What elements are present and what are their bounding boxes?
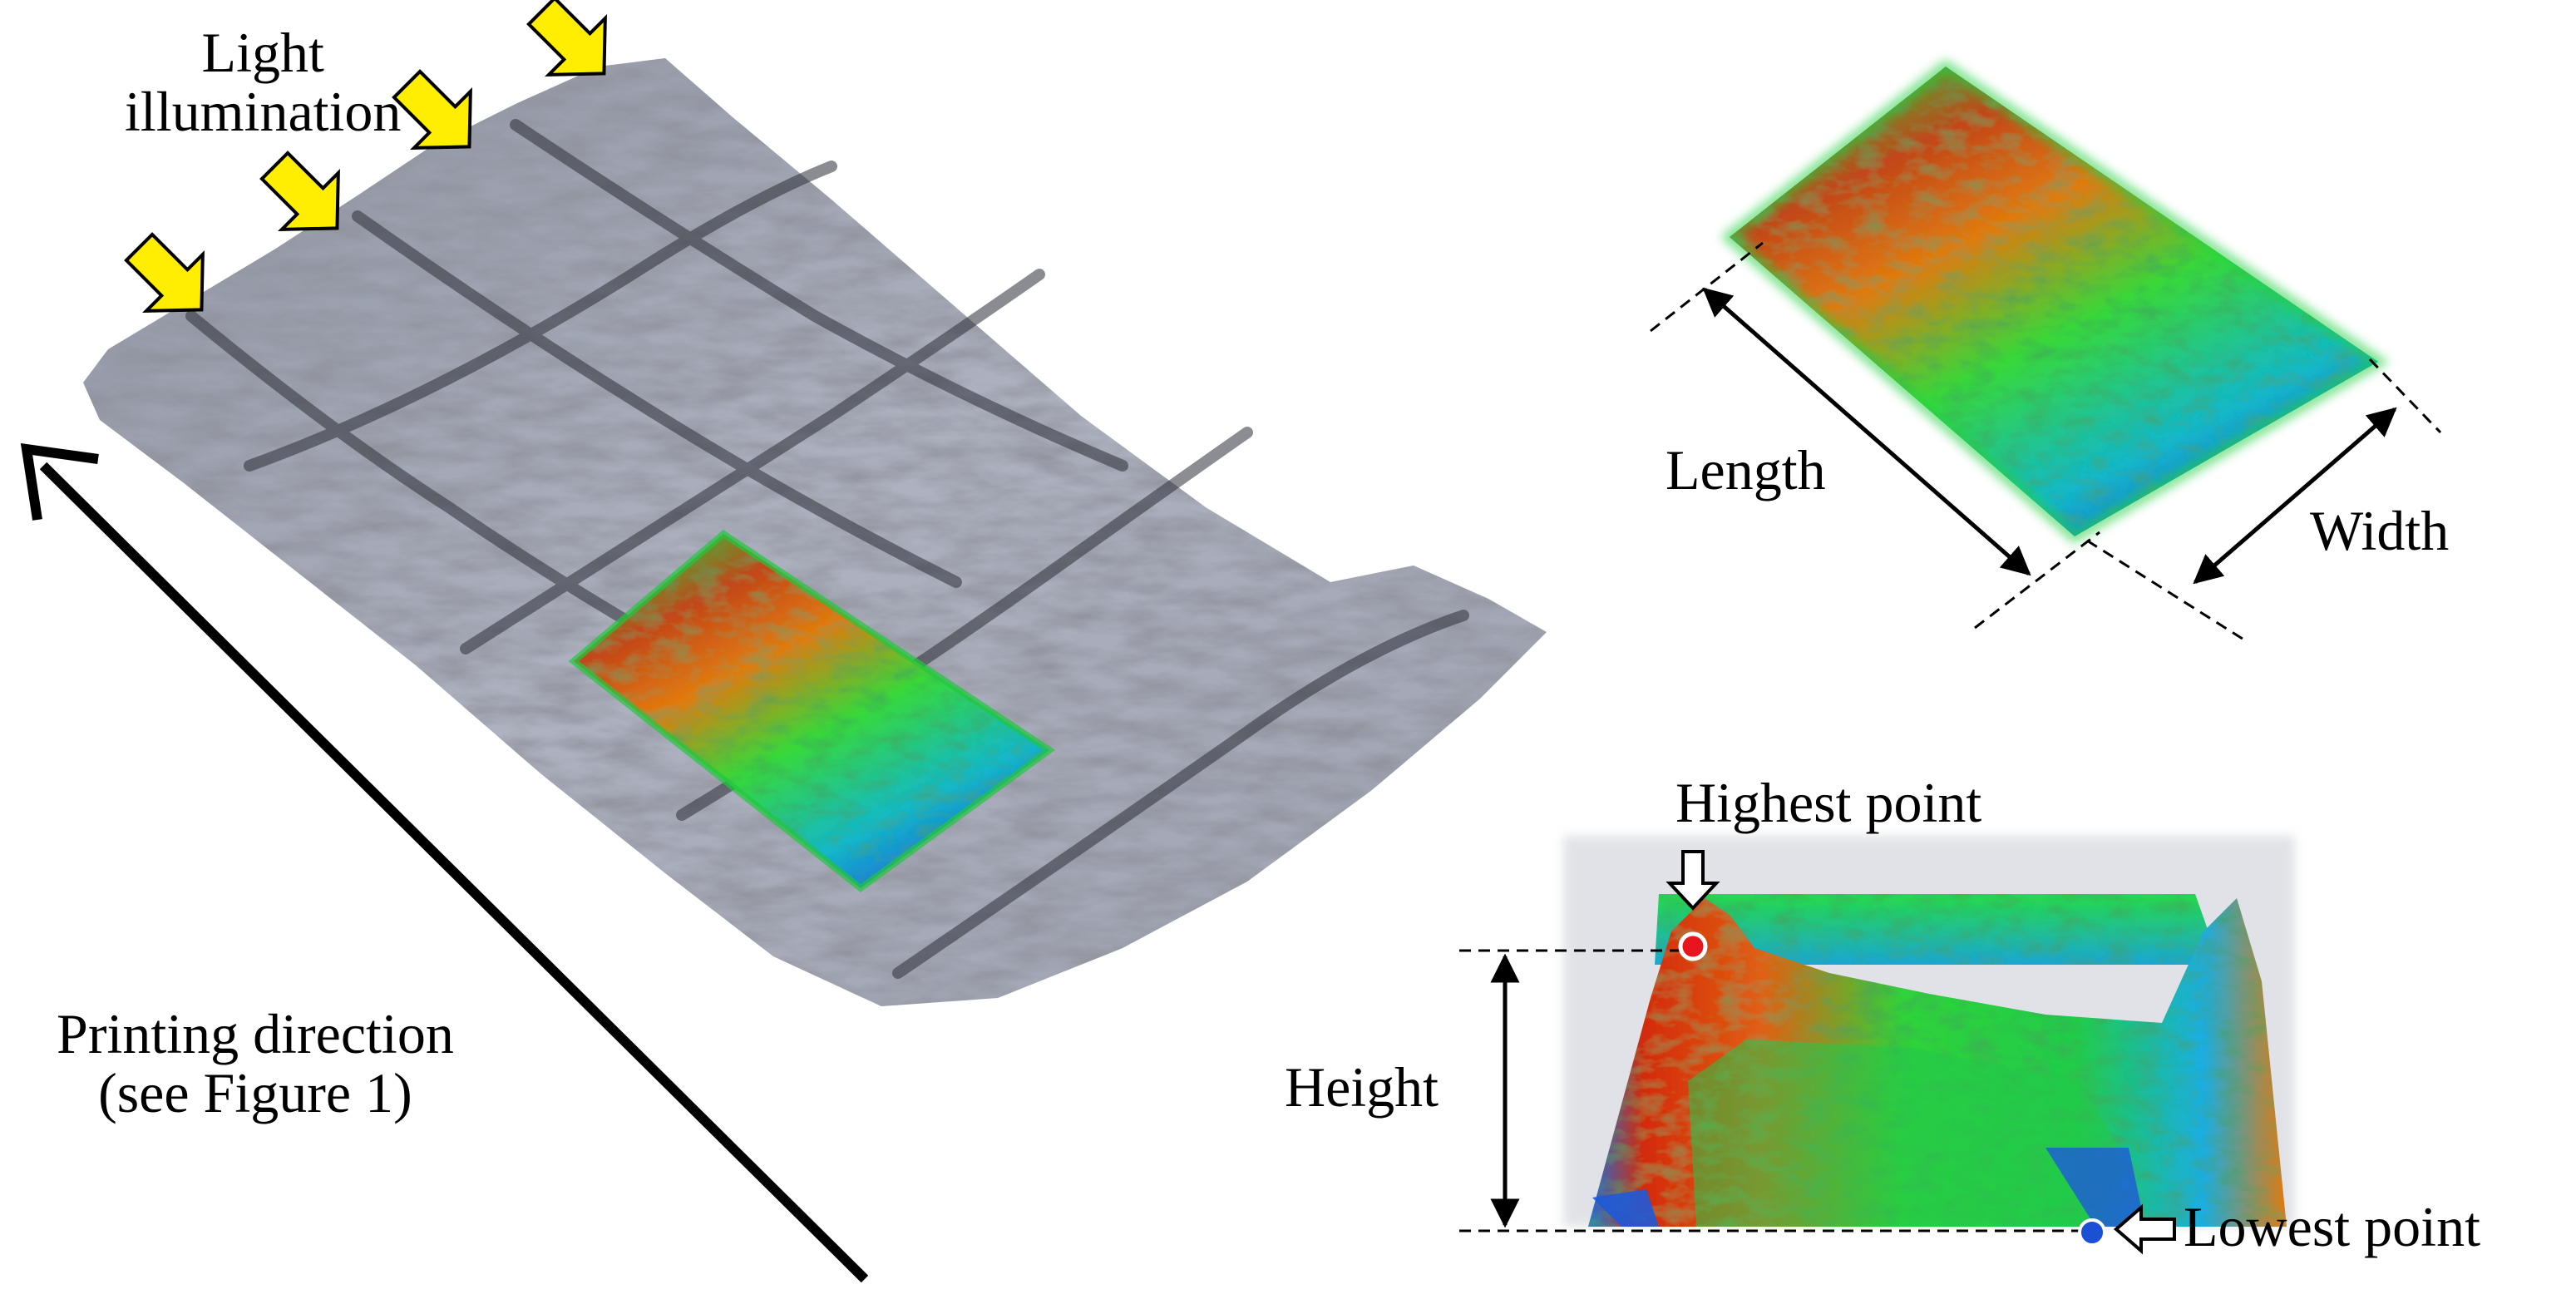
lowest-point-marker bbox=[2078, 1218, 2106, 1247]
light-illumination-label: Light illumination bbox=[125, 21, 402, 144]
highest-point-label: Highest point bbox=[1675, 771, 1982, 834]
length-label: Length bbox=[1666, 438, 1826, 501]
printing-label-line1: Printing direction bbox=[57, 1002, 454, 1065]
lowest-point-label: Lowest point bbox=[2184, 1195, 2480, 1258]
height-label: Height bbox=[1285, 1055, 1439, 1119]
printing-direction-arrow-icon bbox=[20, 442, 869, 1283]
down-arrow-icon bbox=[1666, 850, 1720, 911]
width-dimension-arrow bbox=[2193, 407, 2397, 585]
height-map-patch-inset bbox=[568, 530, 1055, 893]
light-arrow-icon bbox=[259, 151, 340, 231]
light-label-line1: Light bbox=[201, 21, 324, 84]
length-width-diagram bbox=[1650, 59, 2442, 642]
light-illumination-arrows bbox=[124, 0, 607, 313]
printing-label-line2: (see Figure 1) bbox=[98, 1061, 412, 1125]
width-label: Width bbox=[2310, 499, 2450, 562]
length-dimension-arrow bbox=[1702, 287, 2031, 576]
printing-direction-label: Printing direction (see Figure 1) bbox=[57, 1002, 454, 1125]
left-arrow-icon bbox=[2113, 1203, 2176, 1255]
light-arrow-icon bbox=[124, 232, 205, 313]
light-arrow-icon bbox=[526, 0, 607, 77]
light-arrow-icon bbox=[392, 69, 472, 150]
height-profile-diagram bbox=[1459, 836, 2295, 1255]
light-label-line2: illumination bbox=[125, 80, 402, 144]
highest-point-marker bbox=[1678, 931, 1708, 961]
